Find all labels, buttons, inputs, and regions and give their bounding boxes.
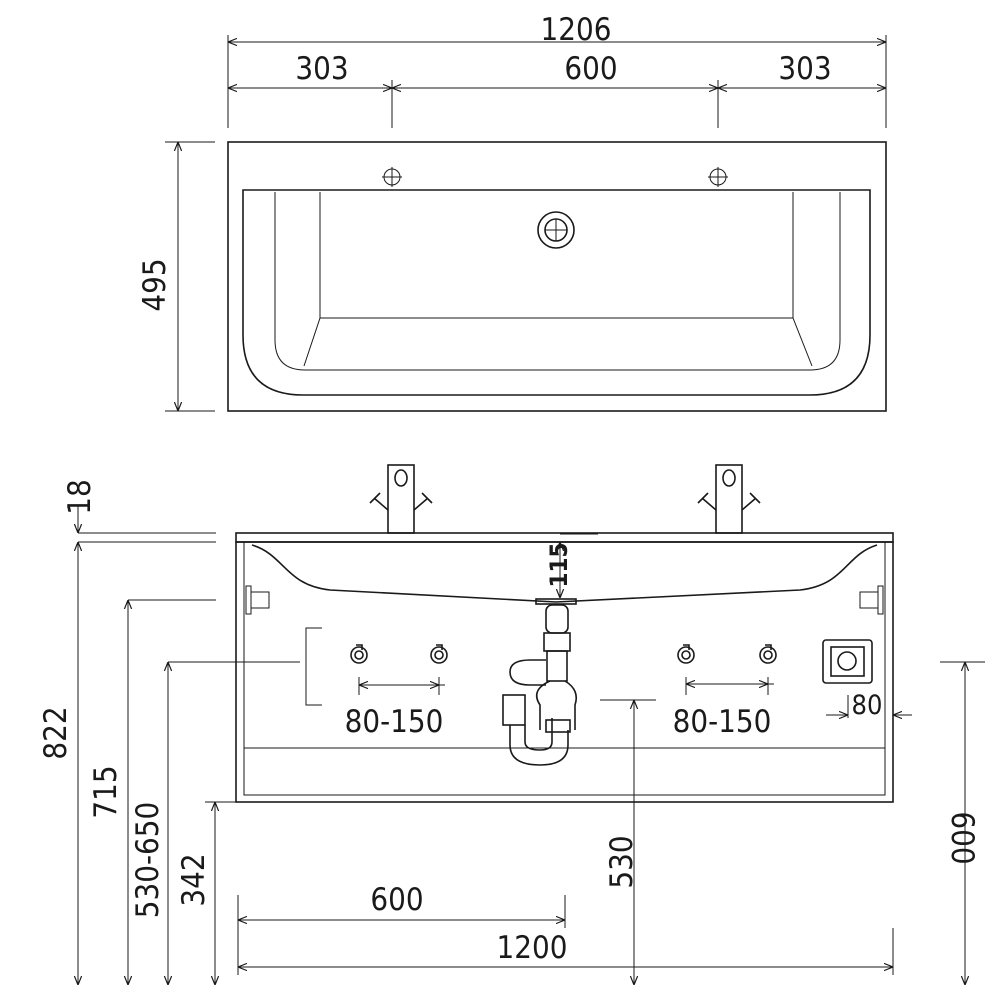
dim-total-width: 1206 — [541, 12, 612, 48]
basin-outer — [242, 189, 871, 396]
wall-bracket-icon — [859, 585, 884, 615]
dim-depth: 495 — [137, 258, 173, 311]
dim-valve-spacing-right: 80-150 — [673, 704, 772, 740]
dim-half-width: 600 — [370, 882, 423, 918]
faucet-right — [697, 464, 761, 534]
top-dimension-lines — [165, 35, 887, 412]
basin-floor — [303, 192, 813, 367]
dim-supply-height: 530-650 — [130, 802, 166, 919]
front-view: 18 115 822 715 530-650 342 80-150 80-150… — [38, 464, 985, 985]
top-view: 1206 303 600 303 495 — [137, 12, 887, 412]
countertop-outline — [227, 141, 887, 412]
tap-hole-icon — [708, 167, 728, 187]
dim-center: 600 — [564, 51, 617, 87]
tap-hole-icon — [382, 167, 402, 187]
siphon-icon — [502, 598, 578, 766]
drain-icon — [537, 211, 575, 249]
cabinet — [235, 541, 894, 803]
faucet-left — [369, 464, 433, 534]
dim-right: 303 — [778, 51, 831, 87]
dim-valve-spacing-left: 80-150 — [345, 704, 444, 740]
front-dimension-lines — [78, 505, 985, 985]
supply-valve-icon — [430, 644, 448, 664]
dim-socket-offset: 80 — [852, 690, 883, 721]
supply-valve-icon — [350, 644, 368, 664]
supply-valve-icon — [759, 644, 777, 664]
dim-socket-height: 600 — [944, 811, 980, 864]
dim-left: 303 — [295, 51, 348, 87]
dim-cabinet-bottom: 342 — [176, 853, 212, 906]
wall-bracket-icon — [245, 585, 270, 615]
dim-cabinet-width: 1200 — [497, 930, 568, 966]
dim-basin-depth: 115 — [545, 542, 573, 587]
socket-icon — [822, 639, 873, 684]
dim-total-height: 822 — [38, 706, 74, 759]
dim-mount-height: 715 — [88, 765, 124, 818]
basin-rim — [274, 192, 841, 371]
basin-profile — [251, 544, 878, 603]
dim-top-thickness: 18 — [62, 479, 98, 514]
cabinet-inner — [243, 542, 886, 796]
supply-valve-icon — [677, 644, 695, 664]
dim-drain-height: 530 — [604, 835, 640, 888]
